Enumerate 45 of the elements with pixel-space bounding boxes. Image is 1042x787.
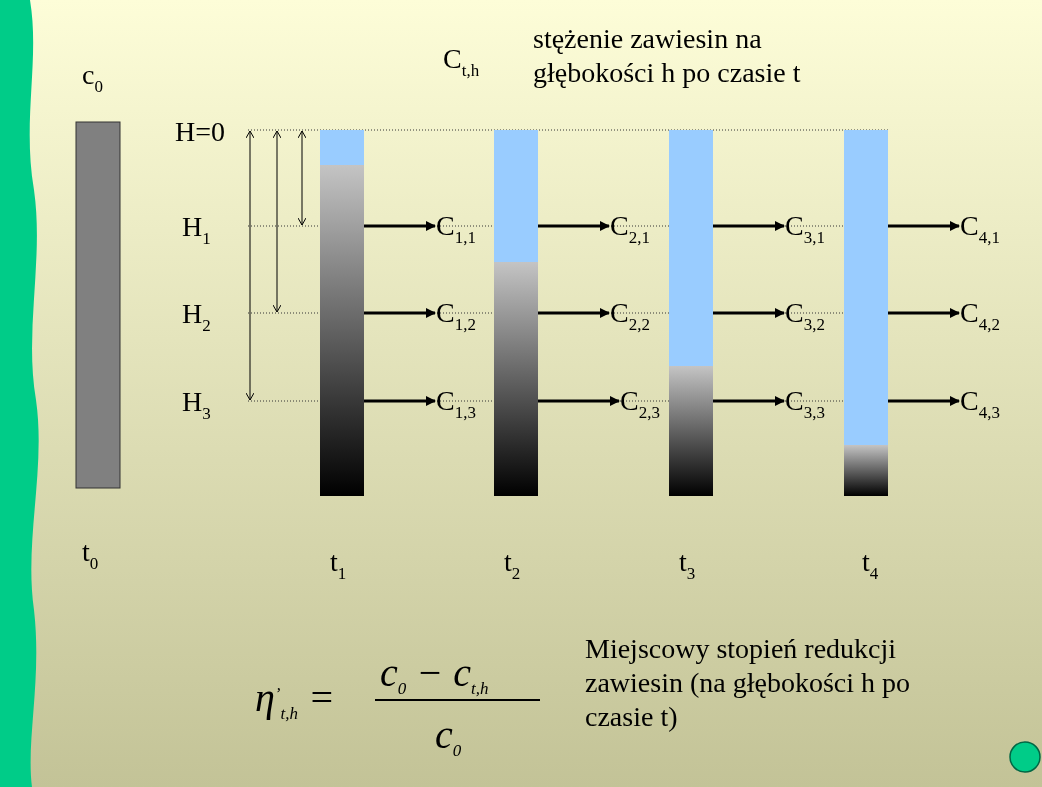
- concentration-label: C$_{1,1}$: [436, 209, 476, 243]
- arrow: [538, 396, 620, 406]
- concentration-label: C$_{2,1}$: [610, 209, 650, 243]
- arrow: [713, 221, 785, 231]
- arrow: [364, 396, 436, 406]
- depth-label: H$_{3}$: [182, 385, 211, 419]
- arrow: [888, 221, 960, 231]
- arrow: [364, 221, 436, 231]
- concentration-label: C$_{3,2}$: [785, 296, 825, 330]
- settling-column: [669, 130, 713, 496]
- depth-label: H=0: [175, 115, 225, 149]
- concentration-label: C$_{4,1}$: [960, 209, 1000, 243]
- concentration-label: c$_{0}$: [82, 58, 103, 92]
- concentration-label: C$_{2,2}$: [610, 296, 650, 330]
- formula-numerator: c$_{0}$ − c$_{t,h}$: [380, 650, 489, 696]
- settling-column: [320, 130, 364, 496]
- settling-column: [844, 130, 888, 496]
- concentration-label: C$_{3,1}$: [785, 209, 825, 243]
- time-label: t$_{0}$: [82, 535, 99, 569]
- concentration-label: C$_{1,3}$: [436, 384, 476, 418]
- time-label: t$_{4}$: [862, 545, 879, 579]
- description-text: Miejscowy stopień redukcji zawiesin (na głębokości h po czasie t): [585, 632, 912, 734]
- concentration-label: C$_{1,2}$: [436, 296, 476, 330]
- settling-column: [494, 130, 538, 496]
- arrow: [538, 308, 610, 318]
- concentration-label: C$_{2,3}$: [620, 384, 660, 418]
- time-label: t$_{2}$: [504, 545, 521, 579]
- settling-column: [75, 121, 121, 489]
- depth-label: H$_{1}$: [182, 210, 211, 244]
- arrow: [713, 396, 785, 406]
- arrow: [713, 308, 785, 318]
- concentration-label: C$_{4,2}$: [960, 296, 1000, 330]
- arrow: [888, 308, 960, 318]
- arrow: [364, 308, 436, 318]
- time-label: t$_{1}$: [330, 545, 347, 579]
- caption-text: stężenie zawiesin na głębokości h po czasie t: [533, 22, 802, 90]
- arrow: [538, 221, 610, 231]
- depth-label: H$_{2}$: [182, 297, 211, 331]
- formula-text: η$^{’}$$_{t,h}$ =: [255, 675, 335, 721]
- concentration-label: C$_{3,3}$: [785, 384, 825, 418]
- arrow: [888, 396, 960, 406]
- concentration-label: C$_{4,3}$: [960, 384, 1000, 418]
- formula-denominator: c$_{0}$: [435, 712, 462, 758]
- concentration-symbol: C$_{t,h}$: [443, 42, 480, 76]
- time-label: t$_{3}$: [679, 545, 696, 579]
